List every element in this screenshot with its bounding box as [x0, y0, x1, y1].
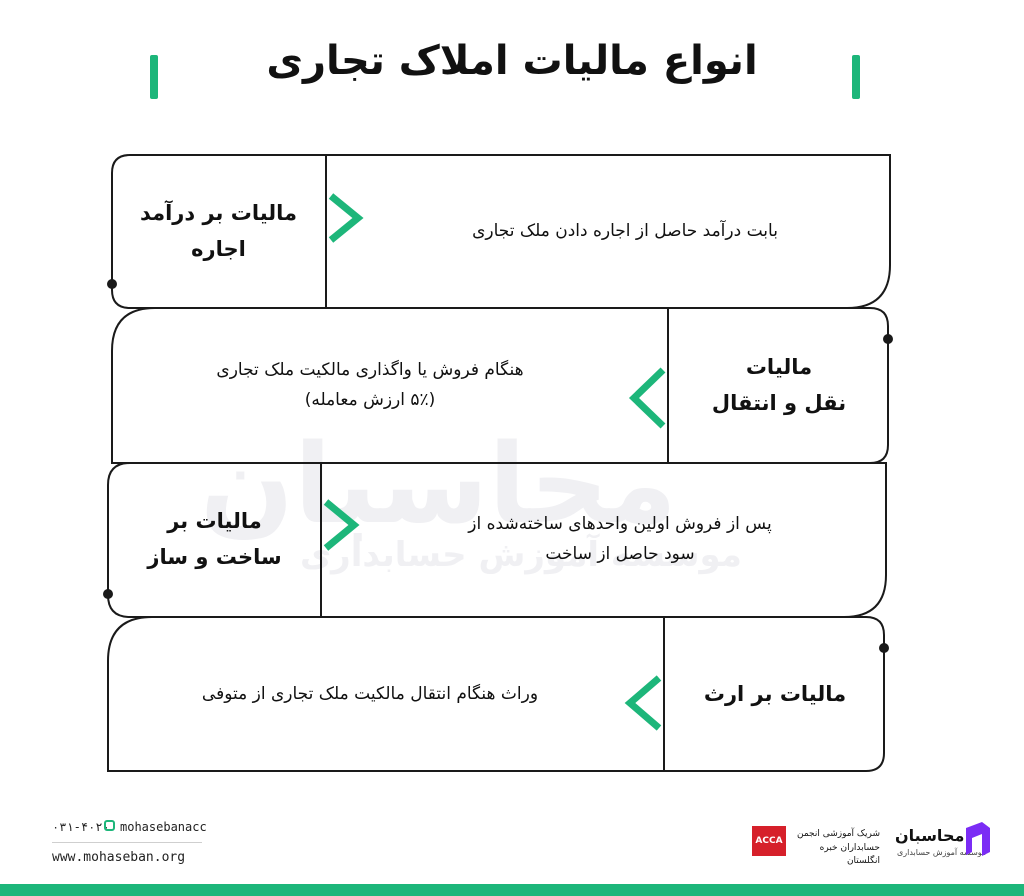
row-1-label-line2: اجاره: [191, 237, 246, 261]
row-4-label-line1: مالیات بر ارث: [703, 681, 847, 706]
brand-logo-subtitle: موسسه آموزش حسابداری: [897, 848, 987, 857]
footer-instagram[interactable]: mohasebanacc: [120, 820, 207, 834]
row-3-desc-line1: پس از فروش اولین واحدهای ساخته‌شده از: [468, 514, 772, 535]
acca-caption: شریک آموزشی انجمن حسابداران خبره انگلستا…: [790, 828, 880, 869]
row-3-desc-line2: سود حاصل از ساخت: [545, 544, 695, 564]
row-1-label: مالیات بر درآمد اجاره: [116, 160, 321, 304]
row-4-desc-line1: وراث هنگام انتقال مالکیت ملک تجاری از مت…: [201, 683, 539, 704]
brand-logo-icon: [966, 822, 990, 856]
row-2-desc-line2: (۵٪ ارزش معامله): [304, 390, 436, 410]
row-2-label: مالیات نقل و انتقال: [674, 313, 884, 459]
row-3-label-line2: ساخت و ساز: [147, 545, 282, 569]
row-2-connector-dot: [883, 334, 893, 344]
acca-caption-line2: حسابداران خبره انگلستان: [819, 842, 880, 867]
row-2-label-line2: نقل و انتقال: [711, 391, 847, 415]
row-3-description: پس از فروش اولین واحدهای ساخته‌شده از سو…: [370, 468, 870, 612]
page-title: انواع مالیات املاک تجاری: [266, 38, 758, 84]
instagram-icon: [104, 820, 115, 831]
footer-accent-bar: [0, 884, 1024, 896]
footer-phone: ۰۳۱-۴۰۲۰: [52, 820, 110, 834]
row-3-box: [107, 462, 887, 618]
row-1-description: بابت درآمد حاصل از اجاره دادن ملک تجاری: [380, 160, 870, 304]
row-4-label: مالیات بر ارث: [670, 622, 880, 767]
acca-caption-line1: شریک آموزشی انجمن: [796, 829, 880, 839]
acca-logo: ACCA: [752, 826, 786, 856]
title-accent-left: [150, 55, 158, 99]
row-3-connector-dot: [103, 589, 113, 599]
row-1-chevron: [328, 193, 364, 243]
row-3-chevron: [323, 499, 360, 551]
title-accent-right: [852, 55, 860, 99]
footer-divider: [52, 842, 202, 843]
row-4-box: [107, 616, 885, 772]
brand-logo-name: محاسبان: [895, 826, 965, 845]
row-2-desc-line1: هنگام فروش یا واگذاری مالکیت ملک تجاری: [216, 360, 524, 381]
row-1-box: [111, 154, 891, 309]
watermark-subtitle: موسسه آموزش حسابداری: [300, 535, 742, 575]
row-4-description: وراث هنگام انتقال مالکیت ملک تجاری از مت…: [115, 622, 625, 767]
row-4-connector-dot: [879, 643, 889, 653]
row-3-label-line1: مالیات بر: [167, 509, 262, 534]
row-4-chevron: [624, 675, 662, 731]
watermark-brand: محاسبان: [200, 420, 677, 548]
row-2-chevron: [628, 367, 666, 429]
footer-website[interactable]: www.mohaseban.org: [52, 850, 186, 865]
row-2-description: هنگام فروش یا واگذاری مالکیت ملک تجاری (…: [120, 313, 620, 459]
row-2-box: [111, 307, 889, 464]
row-3-label: مالیات بر ساخت و ساز: [112, 468, 317, 612]
row-1-label-line1: مالیات بر درآمد: [139, 201, 298, 226]
row-2-label-line1: مالیات: [745, 355, 813, 380]
row-1-connector-dot: [107, 279, 117, 289]
row-1-desc-line1: بابت درآمد حاصل از اجاره دادن ملک تجاری: [472, 221, 778, 242]
